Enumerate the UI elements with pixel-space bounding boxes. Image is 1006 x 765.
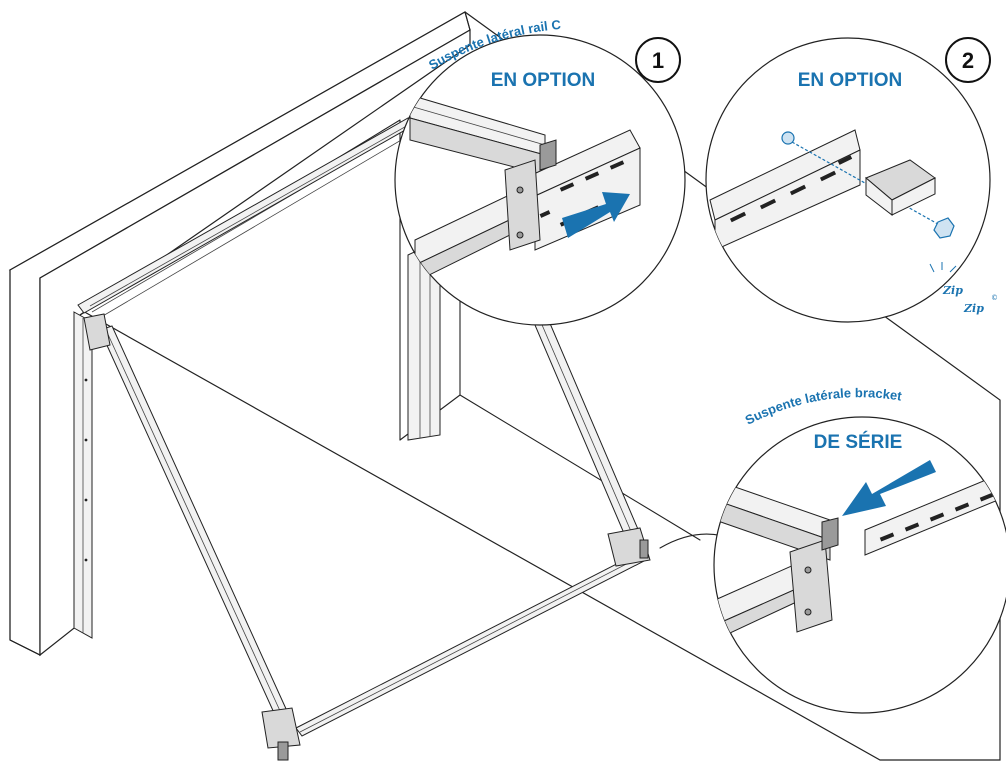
number-badge-1-icon: 1 — [635, 37, 681, 83]
arrow-right-icon — [562, 192, 630, 238]
detail-circle-2 — [705, 37, 991, 323]
detail3-standard-label: DE SÉRIE — [814, 431, 903, 453]
detail-circle-1 — [394, 34, 686, 326]
detail-circle-3 — [713, 416, 1006, 714]
left-vertical-track — [73, 311, 93, 639]
arrow-left-icon — [842, 460, 936, 516]
svg-text:Zip: Zip — [942, 284, 963, 297]
number-badge-2-icon: 2 — [945, 37, 991, 83]
svg-text:Zip: Zip — [963, 302, 984, 315]
svg-text:©: © — [991, 294, 998, 302]
zipzip-logo: Zip Zip © — [929, 262, 998, 315]
detail2-option-label: EN OPTION — [798, 70, 903, 91]
detail1-option-label: EN OPTION — [491, 70, 596, 91]
svg-text:1: 1 — [652, 48, 664, 73]
frame-bars — [83, 285, 651, 761]
svg-text:2: 2 — [962, 48, 974, 73]
